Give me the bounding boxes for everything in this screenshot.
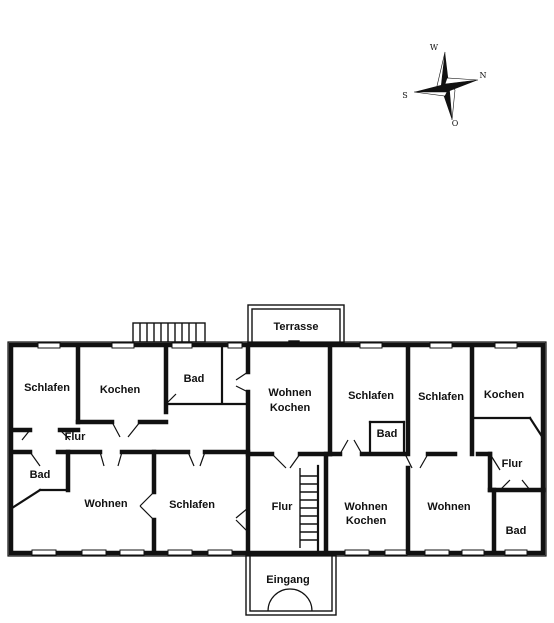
compass-west-label: S [402,91,407,100]
room-kochen-nw: Kochen [100,384,141,396]
room-bad-west: Bad [30,469,51,481]
interior-walls [9,345,546,555]
central-staircase [299,464,320,554]
room-schlafen-south: Schlafen [169,499,215,511]
south-windows [31,549,528,556]
room-kochen-east: Kochen [484,389,525,401]
room-bad-east: Bad [506,525,527,537]
room-terrasse: Terrasse [273,321,318,333]
exterior-walls [7,341,547,557]
room-schlafen-ne1: Schlafen [348,390,394,402]
room-schlafen-nw: Schlafen [24,382,70,394]
room-labels: Schlafen Kochen Bad Flur Bad Wohnen Schl… [24,321,526,586]
compass-east-label: N [480,71,487,80]
room-bad-north: Bad [184,373,205,385]
room-flur-center: Flur [272,501,293,513]
room-wohnen-kochen-north-line1: Wohnen [268,387,311,399]
room-wohnen-west: Wohnen [84,498,127,510]
north-staircase [132,322,206,343]
room-eingang: Eingang [266,574,309,586]
compass-south-label: O [452,119,459,128]
room-wohnen-east: Wohnen [427,501,470,513]
room-bad-ne: Bad [377,428,398,440]
room-wohnen-kochen-south-line2: Kochen [346,515,387,527]
compass-rose-icon: W N S O [402,43,486,128]
compass-north-label: W [430,43,439,52]
room-flur-west: Flur [65,431,86,443]
north-windows [37,342,518,349]
room-wohnen-kochen-south-line1: Wohnen [344,501,387,513]
room-flur-east: Flur [502,458,523,470]
room-wohnen-kochen-north-line2: Kochen [270,402,311,414]
room-schlafen-ne2: Schlafen [418,391,464,403]
